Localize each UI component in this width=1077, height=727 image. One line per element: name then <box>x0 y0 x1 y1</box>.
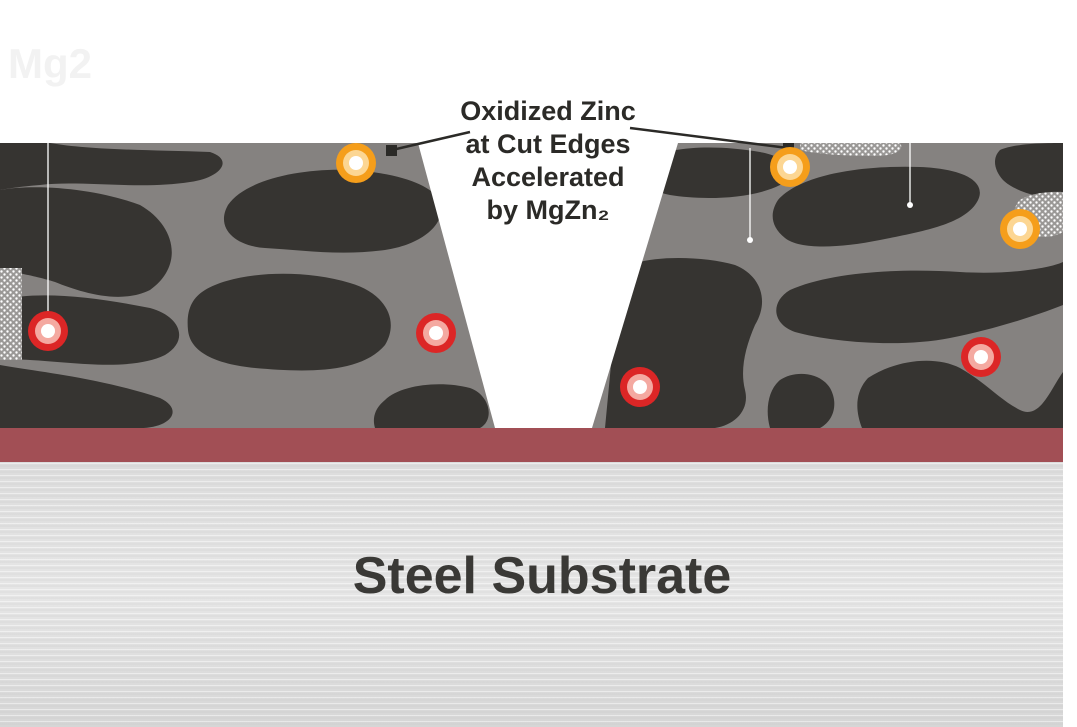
dark-phase-blob <box>767 373 835 428</box>
callout-text-block: Oxidized Zinc at Cut Edges Accelerated b… <box>460 96 636 225</box>
dark-phase-blob <box>223 169 442 253</box>
coating-layer <box>0 143 1063 428</box>
interface-layer <box>0 428 1063 462</box>
orange-marker <box>336 143 376 183</box>
callout-line-2: at Cut Edges <box>465 129 630 159</box>
steel-substrate-texture <box>0 462 1063 727</box>
oxidized-zinc-patch <box>0 268 22 360</box>
red-marker <box>416 313 456 353</box>
callout-line-1: Oxidized Zinc <box>460 96 636 126</box>
substrate-label: Steel Substrate <box>353 547 732 605</box>
dark-phase-blob <box>187 273 391 371</box>
dark-phase-blob <box>0 365 173 428</box>
dark-phase-blob <box>0 143 223 190</box>
red-marker <box>28 311 68 351</box>
orange-markers <box>336 143 1040 249</box>
orange-marker <box>1000 209 1040 249</box>
callout-line-3: Accelerated <box>471 162 624 192</box>
red-marker <box>620 367 660 407</box>
oxidized-zinc-patch <box>800 143 902 156</box>
callout-line-4: by MgZn₂ <box>487 195 610 225</box>
callout-leader-right <box>629 126 789 150</box>
cut-edge-notch <box>418 143 678 428</box>
dark-phase-blob <box>772 166 980 247</box>
dark-phase-blob <box>776 262 1063 344</box>
indicator-dot <box>747 237 753 243</box>
dark-phase-blob <box>373 384 489 428</box>
callout-leader-left <box>391 130 471 152</box>
dark-phase-blob <box>0 187 172 297</box>
red-marker <box>961 337 1001 377</box>
steel-substrate <box>0 462 1063 727</box>
callout-leaders <box>391 126 789 152</box>
red-markers <box>28 311 1001 407</box>
callout-leader-endpoint <box>386 145 397 156</box>
orange-marker <box>770 147 810 187</box>
dark-phase-blob <box>994 143 1063 199</box>
dark-phase-blob <box>645 147 791 198</box>
dark-phase-blob <box>857 360 1063 428</box>
corner-label: Mg2 <box>8 40 92 87</box>
indicator-dot <box>907 202 913 208</box>
